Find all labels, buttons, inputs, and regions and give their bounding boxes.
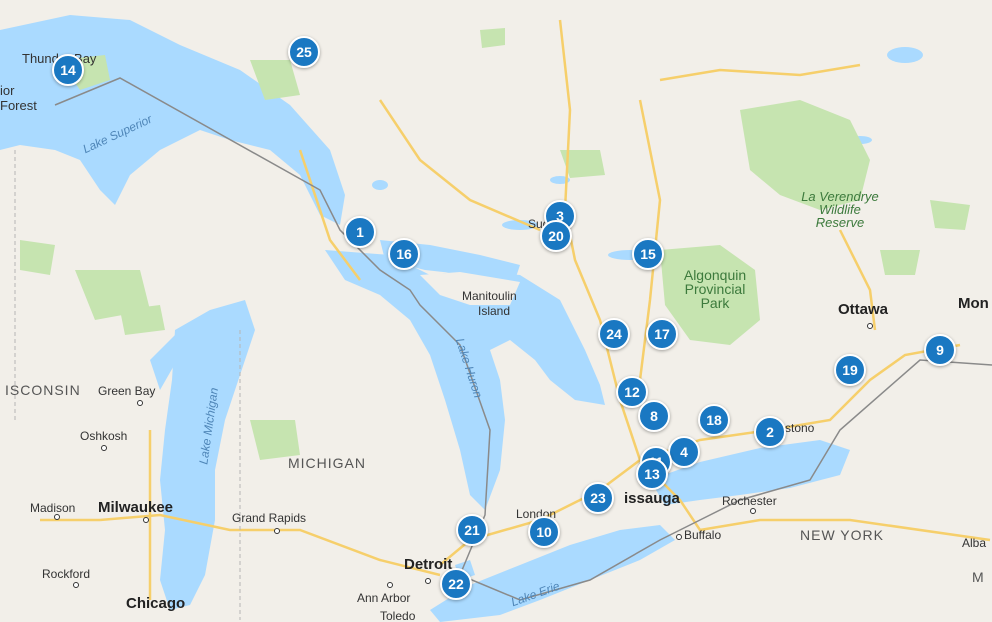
- place-label: Madison: [30, 501, 76, 515]
- map-marker-14[interactable]: 14: [52, 54, 84, 86]
- map-marker-16[interactable]: 16: [388, 238, 420, 270]
- place-label: M: [972, 569, 985, 585]
- michigan-label: MICHIGAN: [288, 455, 366, 471]
- map-marker-25[interactable]: 25: [288, 36, 320, 68]
- map-marker-4[interactable]: 4: [668, 436, 700, 468]
- place-label: Rockford: [42, 567, 91, 581]
- map-marker-2[interactable]: 2: [754, 416, 786, 448]
- place-label: Alba: [962, 536, 987, 550]
- green-bay-dot: [137, 400, 143, 406]
- map-marker-17[interactable]: 17: [646, 318, 678, 350]
- place-label: Oshkosh: [80, 429, 128, 443]
- map-marker-12[interactable]: 12: [616, 376, 648, 408]
- mississauga-label: issauga: [624, 490, 680, 507]
- place-label: Toledo: [380, 609, 416, 622]
- place-label: Green Bay: [98, 384, 156, 398]
- la-verendrye-label: La Verendrye Wildlife Reserve: [801, 189, 879, 230]
- grand-rapids-dot: [274, 528, 280, 534]
- lake-huron-water: [325, 250, 605, 510]
- wisconsin-label: ISCONSIN: [5, 382, 81, 398]
- lake-michigan-water: [160, 300, 255, 610]
- place-label: Manitoulin: [462, 289, 517, 303]
- kingston-label: stono: [785, 421, 815, 435]
- milwaukee-dot: [143, 517, 149, 523]
- ann-arbor-dot: [387, 582, 393, 588]
- map-marker-8[interactable]: 8: [638, 400, 670, 432]
- place-label: Ann Arbor: [357, 591, 411, 605]
- map-marker-19[interactable]: 19: [834, 354, 866, 386]
- place-label: Rochester: [722, 494, 777, 508]
- algonquin-park-label: Algonquin Provincial Park: [683, 267, 747, 311]
- chicago-label: Chicago: [126, 595, 186, 612]
- detroit-dot: [425, 578, 431, 584]
- new-york-label: NEW YORK: [800, 527, 884, 543]
- lake-ontario-water: [650, 440, 850, 505]
- lake-erie-water: [430, 525, 675, 622]
- place-label: Island: [478, 304, 511, 318]
- place-label: Grand Rapids: [232, 511, 307, 525]
- milwaukee-label: Milwaukee: [98, 499, 174, 516]
- map-marker-1[interactable]: 1: [344, 216, 376, 248]
- map-marker-13[interactable]: 13: [636, 458, 668, 490]
- place-label: ior: [0, 83, 15, 98]
- ottawa-dot: [867, 323, 873, 329]
- place-label: Forest: [0, 98, 37, 113]
- ottawa-label: Ottawa: [838, 301, 889, 318]
- map-marker-22[interactable]: 22: [440, 568, 472, 600]
- map-marker-24[interactable]: 24: [598, 318, 630, 350]
- madison-dot: [54, 514, 60, 520]
- detroit-label: Detroit: [404, 556, 453, 573]
- rockford-dot: [73, 582, 79, 588]
- map-marker-15[interactable]: 15: [632, 238, 664, 270]
- buffalo-dot: [676, 534, 682, 540]
- map-marker-10[interactable]: 10: [528, 516, 560, 548]
- oshkosh-dot: [101, 445, 107, 451]
- place-label: Buffalo: [684, 528, 722, 542]
- rochester-dot: [750, 508, 756, 514]
- map-marker-23[interactable]: 23: [582, 482, 614, 514]
- map-marker-18[interactable]: 18: [698, 404, 730, 436]
- map-marker-21[interactable]: 21: [456, 514, 488, 546]
- map-marker-20[interactable]: 20: [540, 220, 572, 252]
- map-marker-9[interactable]: 9: [924, 334, 956, 366]
- place-label: Mon: [958, 295, 989, 312]
